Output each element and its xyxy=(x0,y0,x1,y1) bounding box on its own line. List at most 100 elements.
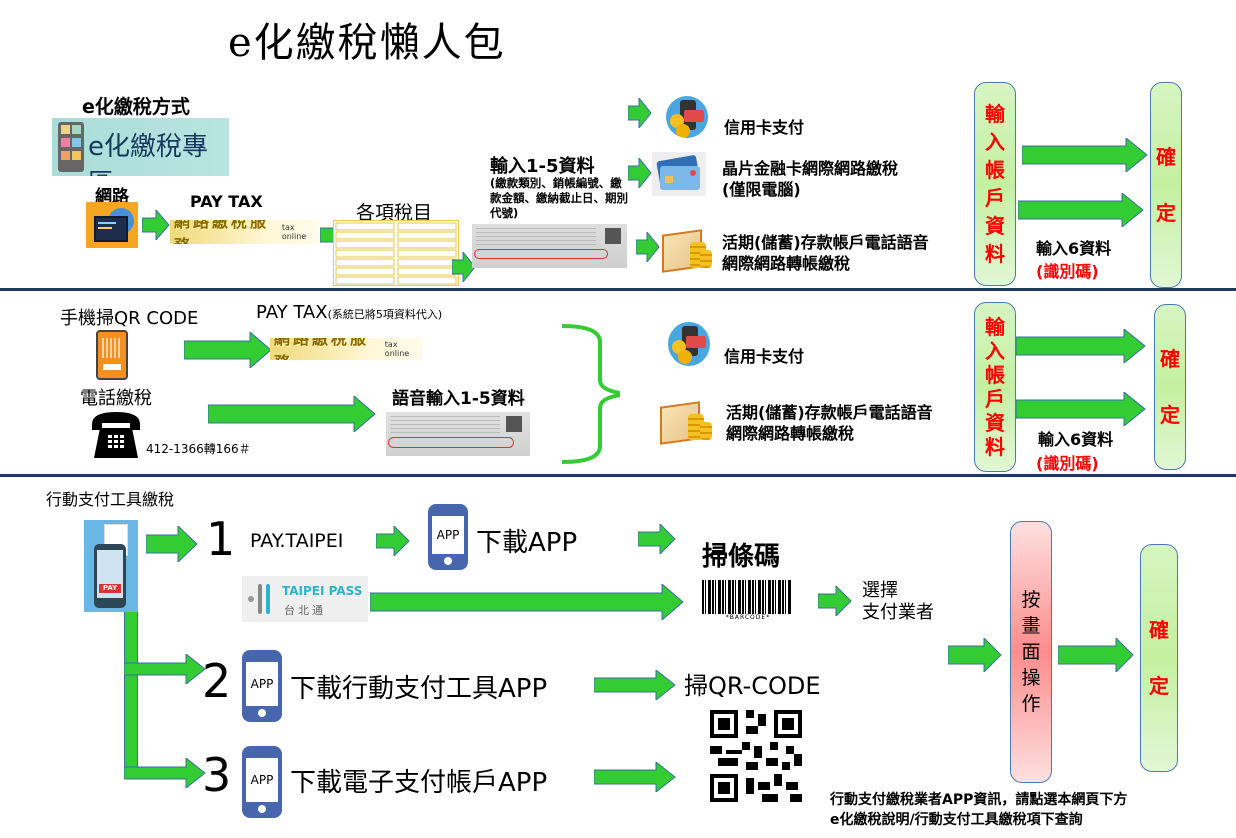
paytax-label-2-text: PAY TAX xyxy=(256,302,328,323)
arrow-right xyxy=(208,396,376,432)
section3-heading: 行動支付工具繳稅 xyxy=(46,490,175,509)
choose-vendor-label: 選擇 支付業者 xyxy=(862,580,934,623)
taipei-pass-logo[interactable]: TAIPEI PASS 台北通 xyxy=(242,576,368,622)
input-account-text: 輸 入 帳 戶 資 料 xyxy=(985,102,1005,266)
footnote: 行動支付繳稅業者APP資訊，請點選本網頁下方 e化繳稅說明/行動支付工具繳稅項下… xyxy=(830,792,1128,828)
confirm-box[interactable]: 確 定 xyxy=(1150,82,1182,288)
phone-tax-label: 電話繳稅 xyxy=(80,388,152,409)
brace-icon xyxy=(560,322,631,466)
input-account-box: 輸 入 帳 戶 資 料 xyxy=(974,82,1016,286)
app-phone-icon: APP xyxy=(242,650,282,722)
input-6-label: 輸入6資料 xyxy=(1036,239,1112,258)
arrow-right xyxy=(594,670,676,700)
qr-scan-label: 手機掃QR CODE xyxy=(60,308,199,329)
step-1-download[interactable]: 下載APP xyxy=(476,528,578,558)
scan-barcode-label: 掃條碼 xyxy=(702,542,781,572)
arrow-right xyxy=(628,158,652,188)
phone-number[interactable]: 412-1366轉166＃ xyxy=(146,442,251,456)
arrow-right xyxy=(1016,392,1146,426)
mobile-pay-icon: PAY xyxy=(84,520,138,612)
phone-qr-icon xyxy=(96,330,128,380)
connector-line xyxy=(124,612,138,779)
confirm-text: 確 定 xyxy=(1149,618,1169,698)
input-6-label: 輸入6資料 xyxy=(1038,430,1114,449)
arrow-right xyxy=(142,210,170,240)
option-bank-account[interactable]: 活期(儲蓄)存款帳戶電話語音 網際網路轉帳繳稅 xyxy=(726,403,933,443)
arrow-right xyxy=(818,586,852,616)
voice-input-label: 語音輸入1-5資料 xyxy=(392,389,525,409)
tax-items-grid[interactable] xyxy=(333,220,459,286)
tax-bill-image xyxy=(386,412,530,456)
tax-online-en: tax online xyxy=(384,340,410,358)
tax-online-cn: 網路繳稅服務 xyxy=(174,220,270,244)
taipei-pass-cn: 台北通 xyxy=(284,604,326,617)
e-tax-banner[interactable]: e化繳稅專區 xyxy=(52,118,229,176)
arrow-right xyxy=(124,758,206,788)
option-credit-card[interactable]: 信用卡支付 xyxy=(724,347,805,366)
operate-screen-box: 按 畫 面 操 作 xyxy=(1010,521,1052,783)
step-1-number: 1 xyxy=(206,512,236,566)
step-3-number: 3 xyxy=(202,748,232,802)
input-6-note: (識別碼) xyxy=(1036,454,1099,473)
option-bank-account[interactable]: 活期(儲蓄)存款帳戶電話語音 網際網路轉帳繳稅 xyxy=(722,233,929,273)
confirm-box[interactable]: 確 定 xyxy=(1140,544,1178,772)
arrow-right xyxy=(370,584,684,620)
app-badge: APP xyxy=(436,528,460,542)
tax-bill-image xyxy=(472,224,627,268)
arrow-right xyxy=(452,252,476,282)
scan-qr-label: 掃QR-CODE xyxy=(684,672,821,700)
credit-card-phone-icon xyxy=(668,322,710,366)
tax-online-logo[interactable]: 網路繳稅服務 tax online xyxy=(170,220,318,244)
barcode-image: *BARCODE* xyxy=(698,576,798,624)
arrow-right xyxy=(124,654,206,684)
input-6-note: (識別碼) xyxy=(1036,262,1099,281)
paytax-label: PAY TAX xyxy=(190,192,263,211)
step-2-number: 2 xyxy=(202,654,232,708)
section1-heading: e化繳稅方式 xyxy=(82,96,190,118)
arrow-right xyxy=(1016,329,1146,363)
paytax-note: (系統已將5項資料代入) xyxy=(327,308,443,321)
option-credit-card[interactable]: 信用卡支付 xyxy=(724,118,805,137)
arrow-right xyxy=(1018,193,1144,227)
chip-card-icon xyxy=(652,152,706,196)
qr-code-icon xyxy=(710,710,802,802)
tax-online-en: tax online xyxy=(281,223,307,241)
input-account-box: 輸 入 帳 戶 資 料 xyxy=(974,302,1016,472)
banner-text: e化繳稅專區 xyxy=(88,132,208,176)
telephone-icon xyxy=(88,408,144,460)
option-chip-card[interactable]: 晶片金融卡網際網路繳稅 (僅限電腦) xyxy=(722,159,899,199)
arrow-right xyxy=(628,98,652,128)
input-1-5-label: 輸入1-5資料 xyxy=(490,156,595,177)
app-badge: APP xyxy=(250,677,274,691)
input-account-text: 輸 入 帳 戶 資 料 xyxy=(985,315,1005,459)
arrow-right xyxy=(1022,138,1148,172)
section-divider xyxy=(0,474,1236,477)
internet-laptop-icon xyxy=(86,202,138,248)
arrow-right xyxy=(146,526,198,562)
operate-screen-text: 按 畫 面 操 作 xyxy=(1021,589,1041,715)
taipei-pass-en: TAIPEI PASS xyxy=(282,584,363,598)
bank-account-coins-icon xyxy=(660,226,712,273)
arrow-right xyxy=(184,332,272,368)
arrow-right xyxy=(638,524,676,554)
tax-online-cn: 網路繳稅服務 xyxy=(274,338,370,360)
confirm-text: 確 定 xyxy=(1156,145,1176,225)
app-phone-icon: APP xyxy=(428,504,468,570)
arrow-right xyxy=(594,762,676,792)
app-phone-icon: APP xyxy=(242,746,282,818)
paytax-label-2: PAY TAX(系統已將5項資料代入) xyxy=(256,302,442,323)
page-title: e化繳稅懶人包 xyxy=(228,20,506,66)
confirm-box[interactable]: 確 定 xyxy=(1154,304,1186,470)
arrow-right xyxy=(1058,638,1134,672)
app-badge: APP xyxy=(250,773,274,787)
bank-account-coins-icon xyxy=(658,398,714,445)
pay-badge: PAY xyxy=(99,584,121,593)
input-1-5-detail: (繳款類別、銷帳編號、繳款金額、繳納截止日、期別代號) xyxy=(490,176,628,220)
arrow-right xyxy=(376,526,410,556)
tax-online-logo[interactable]: 網路繳稅服務 tax online xyxy=(270,338,422,360)
step-3-label[interactable]: 下載電子支付帳戶APP xyxy=(290,768,548,798)
step-1-label[interactable]: PAY.TAIPEI xyxy=(250,530,344,552)
credit-card-phone-icon xyxy=(666,96,708,138)
section-divider xyxy=(0,288,1236,291)
step-2-label[interactable]: 下載行動支付工具APP xyxy=(290,674,548,704)
